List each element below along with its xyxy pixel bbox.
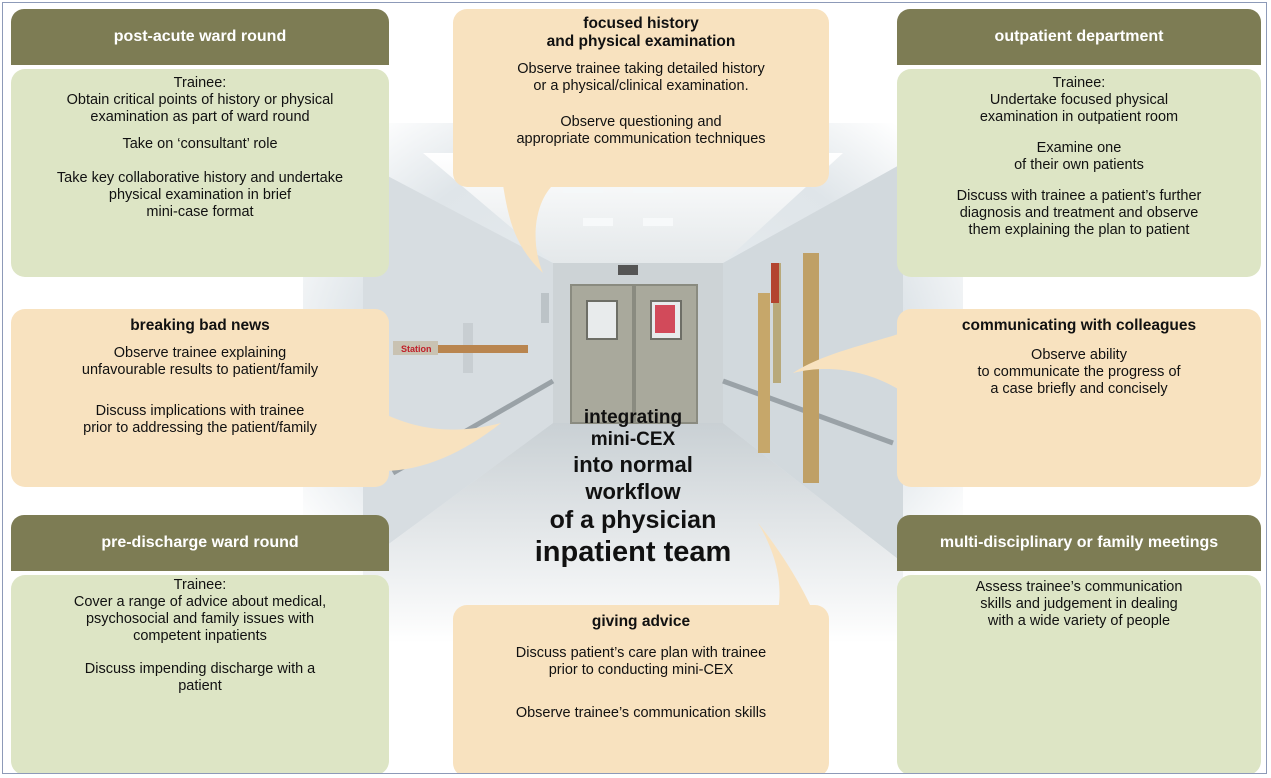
bad-news-para-1: Observe trainee explaining unfavourable … bbox=[81, 345, 319, 378]
pre-discharge-title: pre-discharge ward round bbox=[101, 534, 299, 551]
focused-history-tail bbox=[503, 185, 553, 273]
advice-tail bbox=[758, 523, 813, 611]
focused-history-bubble: focused history and physical examination… bbox=[453, 9, 829, 187]
post-acute-header: post-acute ward round bbox=[11, 9, 389, 65]
hallway-illustration: Station bbox=[303, 123, 963, 643]
outpatient-title: outpatient department bbox=[994, 28, 1164, 45]
outpatient-header: outpatient department bbox=[897, 9, 1261, 65]
post-acute-para-3: Take key collaborative history and under… bbox=[56, 170, 344, 220]
advice-title: giving advice bbox=[591, 613, 691, 630]
pre-discharge-header: pre-discharge ward round bbox=[11, 515, 389, 571]
advice-para-2: Observe trainee’s communication skills bbox=[515, 705, 767, 721]
advice-bubble: giving advice Discuss patient’s care pla… bbox=[453, 605, 829, 773]
center-line-5: of a physician bbox=[549, 506, 717, 534]
bad-news-tail bbox=[383, 413, 501, 471]
focused-history-title: focused history and physical examination bbox=[546, 15, 736, 50]
center-line-6: inpatient team bbox=[534, 536, 732, 568]
focused-history-para-2: Observe questioning and appropriate comm… bbox=[516, 114, 766, 147]
post-acute-title: post-acute ward round bbox=[113, 28, 287, 45]
focused-history-para-1: Observe trainee taking detailed history … bbox=[517, 61, 765, 94]
multidisciplinary-panel: Assess trainee’s communication skills an… bbox=[897, 575, 1261, 773]
multidisciplinary-header: multi-disciplinary or family meetings bbox=[897, 515, 1261, 571]
center-line-1: integrating bbox=[583, 407, 683, 428]
outpatient-para-1: Trainee: Undertake focused physical exam… bbox=[979, 75, 1179, 125]
outpatient-para-3: Discuss with trainee a patient’s further… bbox=[956, 188, 1202, 238]
multidisciplinary-para-1: Assess trainee’s communication skills an… bbox=[975, 579, 1183, 629]
colleagues-para-1: Observe ability to communicate the progr… bbox=[977, 347, 1181, 397]
post-acute-panel: Trainee: Obtain critical points of histo… bbox=[11, 69, 389, 277]
bad-news-para-2: Discuss implications with trainee prior … bbox=[83, 403, 317, 436]
pre-discharge-panel: Trainee: Cover a range of advice about m… bbox=[11, 575, 389, 773]
center-line-4: workflow bbox=[585, 479, 681, 504]
bad-news-title: breaking bad news bbox=[130, 317, 270, 334]
post-acute-para-1: Trainee: Obtain critical points of histo… bbox=[66, 75, 334, 125]
center-heading: integrating mini-CEX into normal workflo… bbox=[473, 407, 793, 569]
pre-discharge-para-1: Trainee: Cover a range of advice about m… bbox=[73, 577, 327, 644]
station-sign-text: Station bbox=[401, 344, 432, 354]
center-line-3: into normal bbox=[573, 452, 693, 477]
advice-para-1: Discuss patient’s care plan with trainee… bbox=[515, 645, 767, 678]
colleagues-title: communicating with colleagues bbox=[961, 317, 1197, 334]
multidisciplinary-title: multi-disciplinary or family meetings bbox=[939, 534, 1219, 551]
outpatient-panel: Trainee: Undertake focused physical exam… bbox=[897, 69, 1261, 277]
colleagues-bubble: communicating with colleagues Observe ab… bbox=[897, 309, 1261, 487]
center-line-2: mini-CEX bbox=[590, 429, 676, 450]
post-acute-para-2: Take on ‘consultant’ role bbox=[122, 136, 278, 152]
bad-news-bubble: breaking bad news Observe trainee explai… bbox=[11, 309, 389, 487]
pre-discharge-para-2: Discuss impending discharge with a patie… bbox=[84, 661, 316, 694]
outpatient-para-2: Examine one of their own patients bbox=[1014, 140, 1144, 173]
colleagues-tail bbox=[793, 333, 901, 391]
